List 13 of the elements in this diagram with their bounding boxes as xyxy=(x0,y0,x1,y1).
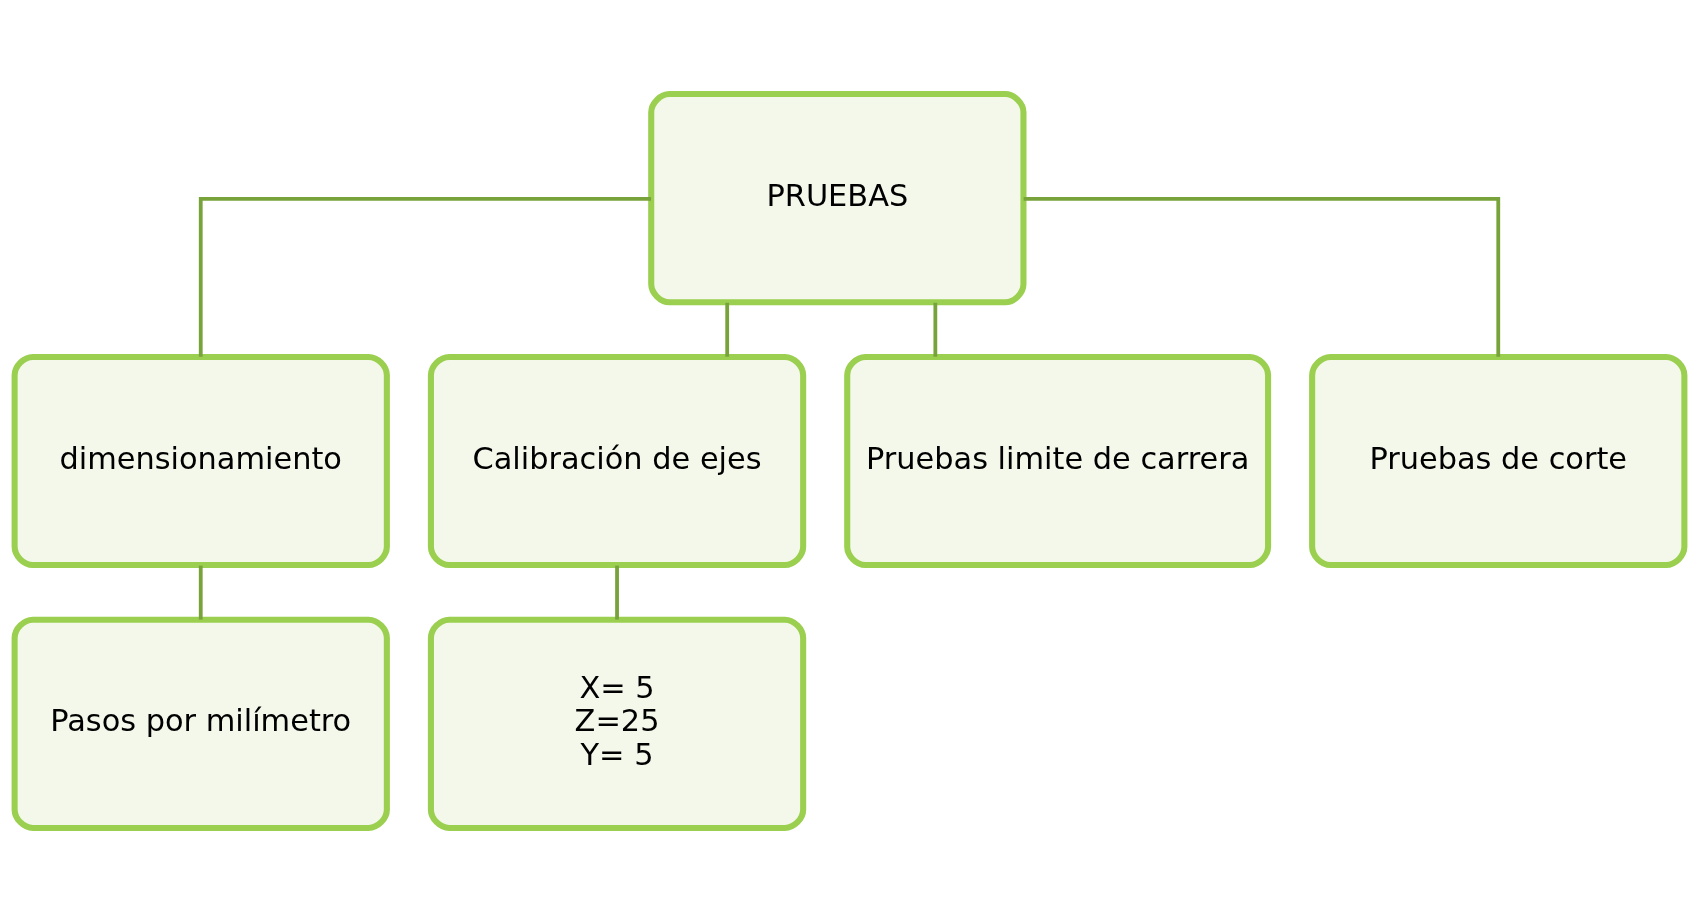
connector xyxy=(725,302,730,357)
connector xyxy=(615,565,619,620)
node-box: Calibración de ejes xyxy=(427,353,807,569)
connector xyxy=(198,197,652,357)
connector xyxy=(198,565,203,620)
node-box: dimensionamiento xyxy=(11,353,390,569)
node-box: Pruebas limite de carrera xyxy=(844,353,1272,569)
node-box: Pasos por milímetro xyxy=(11,616,390,831)
node-box: Pruebas de corte xyxy=(1309,353,1688,569)
connector xyxy=(1023,197,1501,357)
node-box: PRUEBAS xyxy=(648,91,1027,306)
connector xyxy=(933,302,938,357)
node-box: X= 5 Z=25 Y= 5 xyxy=(427,616,807,831)
